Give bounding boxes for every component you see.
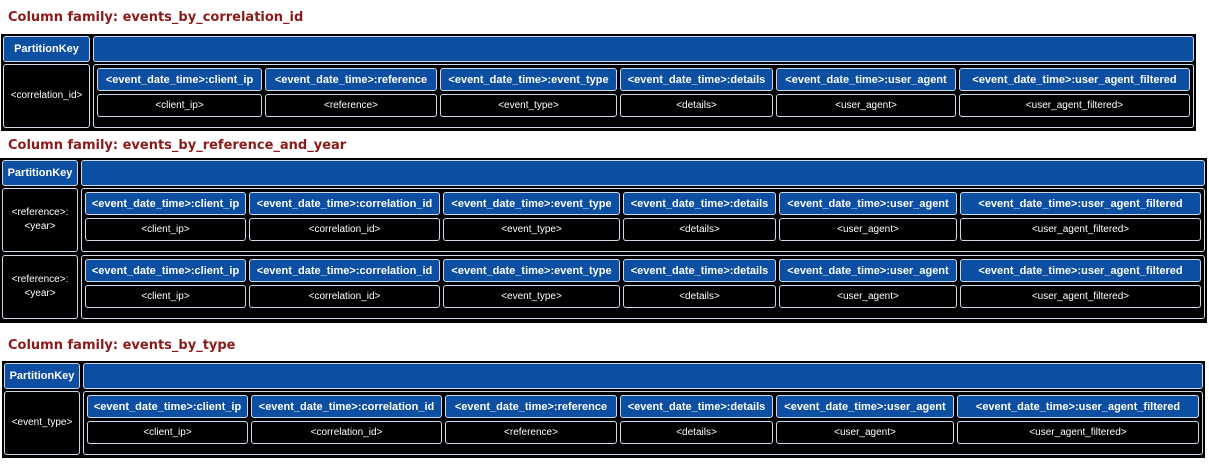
- column-value: <user_agent_filtered>: [959, 94, 1190, 117]
- partition-key-label: PartitionKey: [2, 160, 78, 186]
- column-cell: <event_date_time>:details <details>: [623, 259, 776, 315]
- family-title: Column family: events_by_correlation_id: [8, 10, 304, 25]
- column-cell: <event_date_time>:details <details>: [620, 395, 773, 451]
- column-value: <user_agent>: [779, 218, 957, 241]
- column-cell: <event_date_time>:user_agent <user_agent>: [776, 395, 954, 451]
- column-cell: <event_date_time>:user_agent_filtered <us…: [960, 259, 1201, 315]
- column-value: <details>: [623, 218, 776, 241]
- partition-key-label: PartitionKey: [3, 36, 90, 62]
- row-key: <correlation_id>: [3, 64, 90, 128]
- columns-area: <event_date_time>:client_ip <client_ip> <…: [81, 188, 1205, 252]
- column-name: <event_date_time>:client_ip: [97, 68, 262, 91]
- column-value: <correlation_id>: [249, 218, 440, 241]
- column-value: <user_agent_filtered>: [957, 421, 1199, 444]
- column-value: <reference>: [445, 421, 617, 444]
- partition-key-label: PartitionKey: [4, 363, 80, 389]
- column-name: <event_date_time>:client_ip: [87, 395, 248, 418]
- column-name: <event_date_time>:user_agent_filtered: [959, 68, 1190, 91]
- column-cell: <event_date_time>:event_type <event_type>: [443, 259, 620, 315]
- column-cell: <event_date_time>:user_agent <user_agent>: [779, 259, 957, 315]
- partition-row: <reference>: <year> <event_date_time>:cl…: [2, 255, 1205, 319]
- columns-area: <event_date_time>:client_ip <client_ip> <…: [81, 255, 1205, 319]
- column-name: <event_date_time>:event_type: [443, 192, 620, 215]
- column-value: <correlation_id>: [249, 285, 440, 308]
- column-cell: <event_date_time>:user_agent <user_agent>: [776, 68, 956, 124]
- column-cell: <event_date_time>:details <details>: [620, 68, 773, 124]
- column-name: <event_date_time>:client_ip: [85, 192, 246, 215]
- column-cell: <event_date_time>:reference <reference>: [265, 68, 437, 124]
- column-value: <user_agent_filtered>: [960, 285, 1201, 308]
- column-value: <client_ip>: [97, 94, 262, 117]
- column-value: <user_agent>: [779, 285, 957, 308]
- column-name: <event_date_time>:user_agent: [779, 259, 957, 282]
- column-value: <event_type>: [443, 285, 620, 308]
- partition-row: <event_type> <event_date_time>:client_ip…: [4, 391, 1203, 455]
- column-cell: <event_date_time>:client_ip <client_ip>: [85, 259, 246, 315]
- column-name: <event_date_time>:user_agent_filtered: [957, 395, 1199, 418]
- column-name: <event_date_time>:user_agent_filtered: [960, 259, 1201, 282]
- column-cell: <event_date_time>:reference <reference>: [445, 395, 617, 451]
- column-cell: <event_date_time>:client_ip <client_ip>: [87, 395, 248, 451]
- column-value: <client_ip>: [85, 285, 246, 308]
- partition-header: PartitionKey: [2, 160, 1205, 186]
- partition-header-bar: [93, 36, 1194, 62]
- row-key: <event_type>: [4, 391, 80, 455]
- column-family-table: PartitionKey <event_type> <event_date_ti…: [2, 361, 1205, 458]
- column-name: <event_date_time>:details: [623, 192, 776, 215]
- column-value: <client_ip>: [87, 421, 248, 444]
- partition-header-bar: [83, 363, 1203, 389]
- column-name: <event_date_time>:client_ip: [85, 259, 246, 282]
- family-title: Column family: events_by_reference_and_y…: [8, 138, 347, 153]
- column-value: <user_agent>: [776, 94, 956, 117]
- column-cell: <event_date_time>:correlation_id <correla…: [249, 192, 440, 248]
- column-value: <correlation_id>: [251, 421, 442, 444]
- column-cell: <event_date_time>:client_ip <client_ip>: [85, 192, 246, 248]
- row-key: <reference>: <year>: [2, 188, 78, 252]
- family-title: Column family: events_by_type: [8, 338, 236, 353]
- column-name: <event_date_time>:details: [623, 259, 776, 282]
- column-cell: <event_date_time>:event_type <event_type>: [443, 192, 620, 248]
- columns-area: <event_date_time>:client_ip <client_ip> <…: [83, 391, 1203, 455]
- column-cell: <event_date_time>:user_agent <user_agent>: [779, 192, 957, 248]
- column-cell: <event_date_time>:event_type <event_type>: [440, 68, 617, 124]
- column-name: <event_date_time>:user_agent: [776, 68, 956, 91]
- column-cell: <event_date_time>:correlation_id <correla…: [249, 259, 440, 315]
- column-value: <details>: [623, 285, 776, 308]
- column-name: <event_date_time>:event_type: [440, 68, 617, 91]
- column-name: <event_date_time>:correlation_id: [251, 395, 442, 418]
- column-name: <event_date_time>:details: [620, 68, 773, 91]
- column-name: <event_date_time>:details: [620, 395, 773, 418]
- column-value: <event_type>: [443, 218, 620, 241]
- column-name: <event_date_time>:reference: [445, 395, 617, 418]
- column-value: <client_ip>: [85, 218, 246, 241]
- column-value: <details>: [620, 421, 773, 444]
- partition-header: PartitionKey: [3, 36, 1194, 62]
- column-cell: <event_date_time>:user_agent_filtered <us…: [957, 395, 1199, 451]
- partition-header: PartitionKey: [4, 363, 1203, 389]
- column-value: <event_type>: [440, 94, 617, 117]
- column-name: <event_date_time>:correlation_id: [249, 259, 440, 282]
- column-name: <event_date_time>:user_agent_filtered: [960, 192, 1201, 215]
- column-value: <user_agent>: [776, 421, 954, 444]
- column-value: <details>: [620, 94, 773, 117]
- column-cell: <event_date_time>:details <details>: [623, 192, 776, 248]
- column-cell: <event_date_time>:user_agent_filtered <us…: [960, 192, 1201, 248]
- column-value: <reference>: [265, 94, 437, 117]
- column-cell: <event_date_time>:user_agent_filtered <us…: [959, 68, 1190, 124]
- column-name: <event_date_time>:event_type: [443, 259, 620, 282]
- column-name: <event_date_time>:reference: [265, 68, 437, 91]
- column-name: <event_date_time>:user_agent: [779, 192, 957, 215]
- row-key: <reference>: <year>: [2, 255, 78, 319]
- partition-header-bar: [81, 160, 1205, 186]
- column-name: <event_date_time>:correlation_id: [249, 192, 440, 215]
- column-family-table: PartitionKey <correlation_id> <event_dat…: [1, 34, 1196, 131]
- column-cell: <event_date_time>:correlation_id <correla…: [251, 395, 442, 451]
- columns-area: <event_date_time>:client_ip <client_ip> <…: [93, 64, 1194, 128]
- column-name: <event_date_time>:user_agent: [776, 395, 954, 418]
- column-cell: <event_date_time>:client_ip <client_ip>: [97, 68, 262, 124]
- partition-row: <correlation_id> <event_date_time>:clien…: [3, 64, 1194, 128]
- partition-row: <reference>: <year> <event_date_time>:cl…: [2, 188, 1205, 252]
- column-family-table: PartitionKey <reference>: <year> <event_…: [0, 158, 1207, 323]
- column-value: <user_agent_filtered>: [960, 218, 1201, 241]
